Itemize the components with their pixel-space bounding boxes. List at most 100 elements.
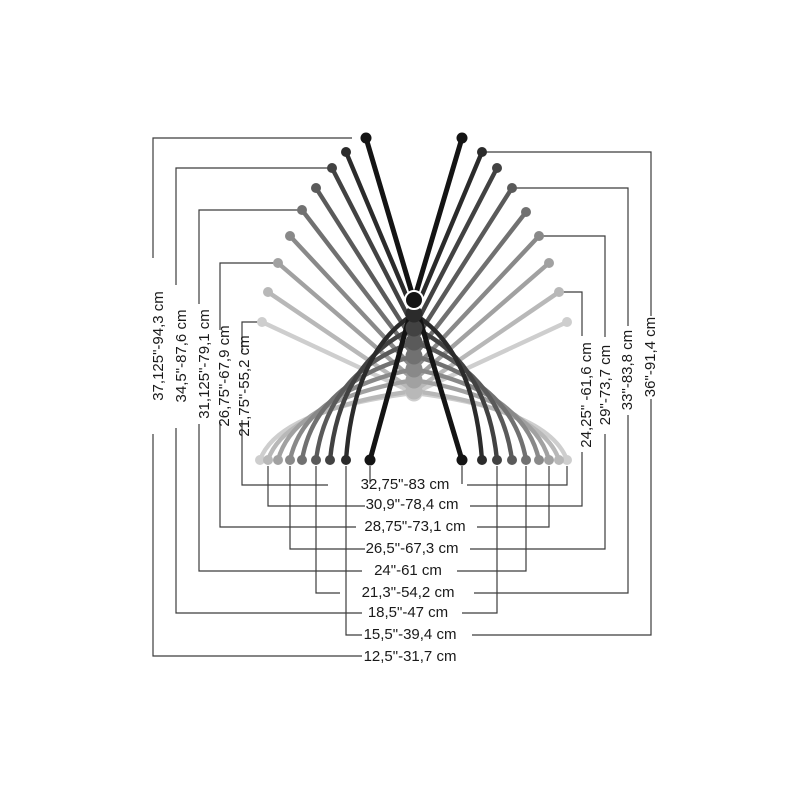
knob-bottom-left-2 <box>341 455 351 465</box>
cable-right-5 <box>411 353 529 463</box>
leader-right-4-top <box>482 151 652 316</box>
knob-top-left-4 <box>311 183 321 193</box>
needle-left-4 <box>313 185 417 345</box>
knob-top-right-9 <box>562 317 572 327</box>
knob-bottom-right-1 <box>456 454 468 466</box>
bottom-label-7: 18,5"-47 cm <box>368 604 448 621</box>
left-label-1: 37,125"-94,3 cm <box>150 291 167 401</box>
knob-top-left-9 <box>257 317 267 327</box>
bottom-label-8: 15,5"-39,4 cm <box>364 626 457 643</box>
knob-bottom-right-3 <box>492 455 502 465</box>
knob-top-left-2 <box>341 147 351 157</box>
knob-top-right-1 <box>456 132 468 144</box>
needle-left-2 <box>343 149 417 317</box>
left-label-3: 31,125"-79,1 cm <box>196 309 213 419</box>
leader-bottom-8 <box>345 466 362 636</box>
needle-left-6 <box>287 233 417 372</box>
needle-left-5 <box>299 207 417 359</box>
knob-bottom-left-3 <box>325 455 335 465</box>
knob-top-left-7 <box>273 258 283 268</box>
leader-left-5-top <box>241 321 262 352</box>
bottom-label-6: 21,3"-54,2 cm <box>362 584 455 601</box>
junction-6 <box>405 360 423 378</box>
leader-right-3-bottom <box>474 415 629 594</box>
knob-bottom-right-9 <box>562 455 572 465</box>
junction-4 <box>405 333 423 351</box>
leader-bottom-2 <box>267 466 365 507</box>
right-label-2: 29"-73,7 cm <box>597 345 614 425</box>
needle-pair-2 <box>341 147 487 465</box>
knob-bottom-left-8 <box>263 455 273 465</box>
needle-pair-1 <box>360 132 468 466</box>
needle-left-9 <box>259 319 417 396</box>
needle-pair-5 <box>297 205 531 465</box>
knob-bottom-right-8 <box>554 455 564 465</box>
knob-bottom-left-6 <box>285 455 295 465</box>
needle-pair-3 <box>325 163 502 465</box>
leader-left-1-bottom <box>152 434 362 657</box>
right-label-1: 24,25" -61,6 cm <box>578 342 595 447</box>
bottom-label-4: 26,5"-67,3 cm <box>366 540 459 557</box>
bottom-label-2: 30,9"-78,4 cm <box>366 496 459 513</box>
knob-bottom-left-5 <box>297 455 307 465</box>
knob-top-left-1 <box>360 132 372 144</box>
leader-right-3-top <box>512 187 629 326</box>
knob-top-left-5 <box>297 205 307 215</box>
cable-right-2 <box>411 311 485 463</box>
leader-bottom-7 <box>462 466 498 614</box>
leader-bottom-5 <box>457 466 527 572</box>
knob-bottom-left-4 <box>311 455 321 465</box>
knob-top-right-3 <box>492 163 502 173</box>
leader-right-1-bottom <box>470 452 583 507</box>
leader-right-1-top <box>559 291 583 336</box>
leader-lines <box>152 137 652 657</box>
leader-left-2-bottom <box>175 428 362 614</box>
knob-bottom-left-9 <box>255 455 265 465</box>
cable-right-3 <box>411 325 500 463</box>
cable-right-4 <box>411 339 515 463</box>
needle-pair-4 <box>311 183 517 465</box>
junction-3 <box>405 319 423 337</box>
needle-right-4 <box>411 185 515 345</box>
cable-left-2 <box>343 311 417 463</box>
bottom-label-1: 32,75"-83 cm <box>361 476 450 493</box>
right-label-4: 36"-91,4 cm <box>642 317 659 397</box>
leader-right-2-top <box>539 235 606 337</box>
cable-junctions <box>404 290 424 402</box>
needle-right-1 <box>411 135 465 303</box>
junction-5 <box>405 347 423 365</box>
junction-2 <box>405 305 423 323</box>
leader-left-3-bottom <box>198 424 362 572</box>
leader-bottom-6 <box>315 466 340 594</box>
leader-left-1-top <box>152 137 352 258</box>
leader-left-4-top <box>219 262 278 330</box>
bottom-label-5: 24"-61 cm <box>374 562 442 579</box>
knob-top-left-8 <box>263 287 273 297</box>
leader-right-4-bottom <box>472 399 652 636</box>
knob-bottom-right-6 <box>534 455 544 465</box>
knob-bottom-right-4 <box>507 455 517 465</box>
knob-top-right-2 <box>477 147 487 157</box>
cable-left-3 <box>327 325 417 463</box>
leader-left-3-top <box>198 209 302 304</box>
knob-top-left-3 <box>327 163 337 173</box>
needle-left-7 <box>275 260 417 383</box>
leader-left-5-bottom <box>241 420 328 486</box>
cable-left-5 <box>299 353 417 463</box>
cable-left-4 <box>313 339 417 463</box>
knob-top-right-8 <box>554 287 564 297</box>
bottom-label-9: 12,5"-31,7 cm <box>364 648 457 665</box>
knob-top-left-6 <box>285 231 295 241</box>
junction-1 <box>404 290 424 310</box>
leader-bottom-3 <box>477 466 550 528</box>
knob-top-right-6 <box>534 231 544 241</box>
needle-left-3 <box>329 165 417 331</box>
left-label-5: 21,75"-55,2 cm <box>236 335 253 436</box>
leader-bottom-1 <box>467 466 568 486</box>
knob-bottom-right-2 <box>477 455 487 465</box>
needle-left-1 <box>363 135 417 303</box>
leader-right-2-bottom <box>470 434 606 550</box>
leader-bottom-4 <box>289 466 365 550</box>
